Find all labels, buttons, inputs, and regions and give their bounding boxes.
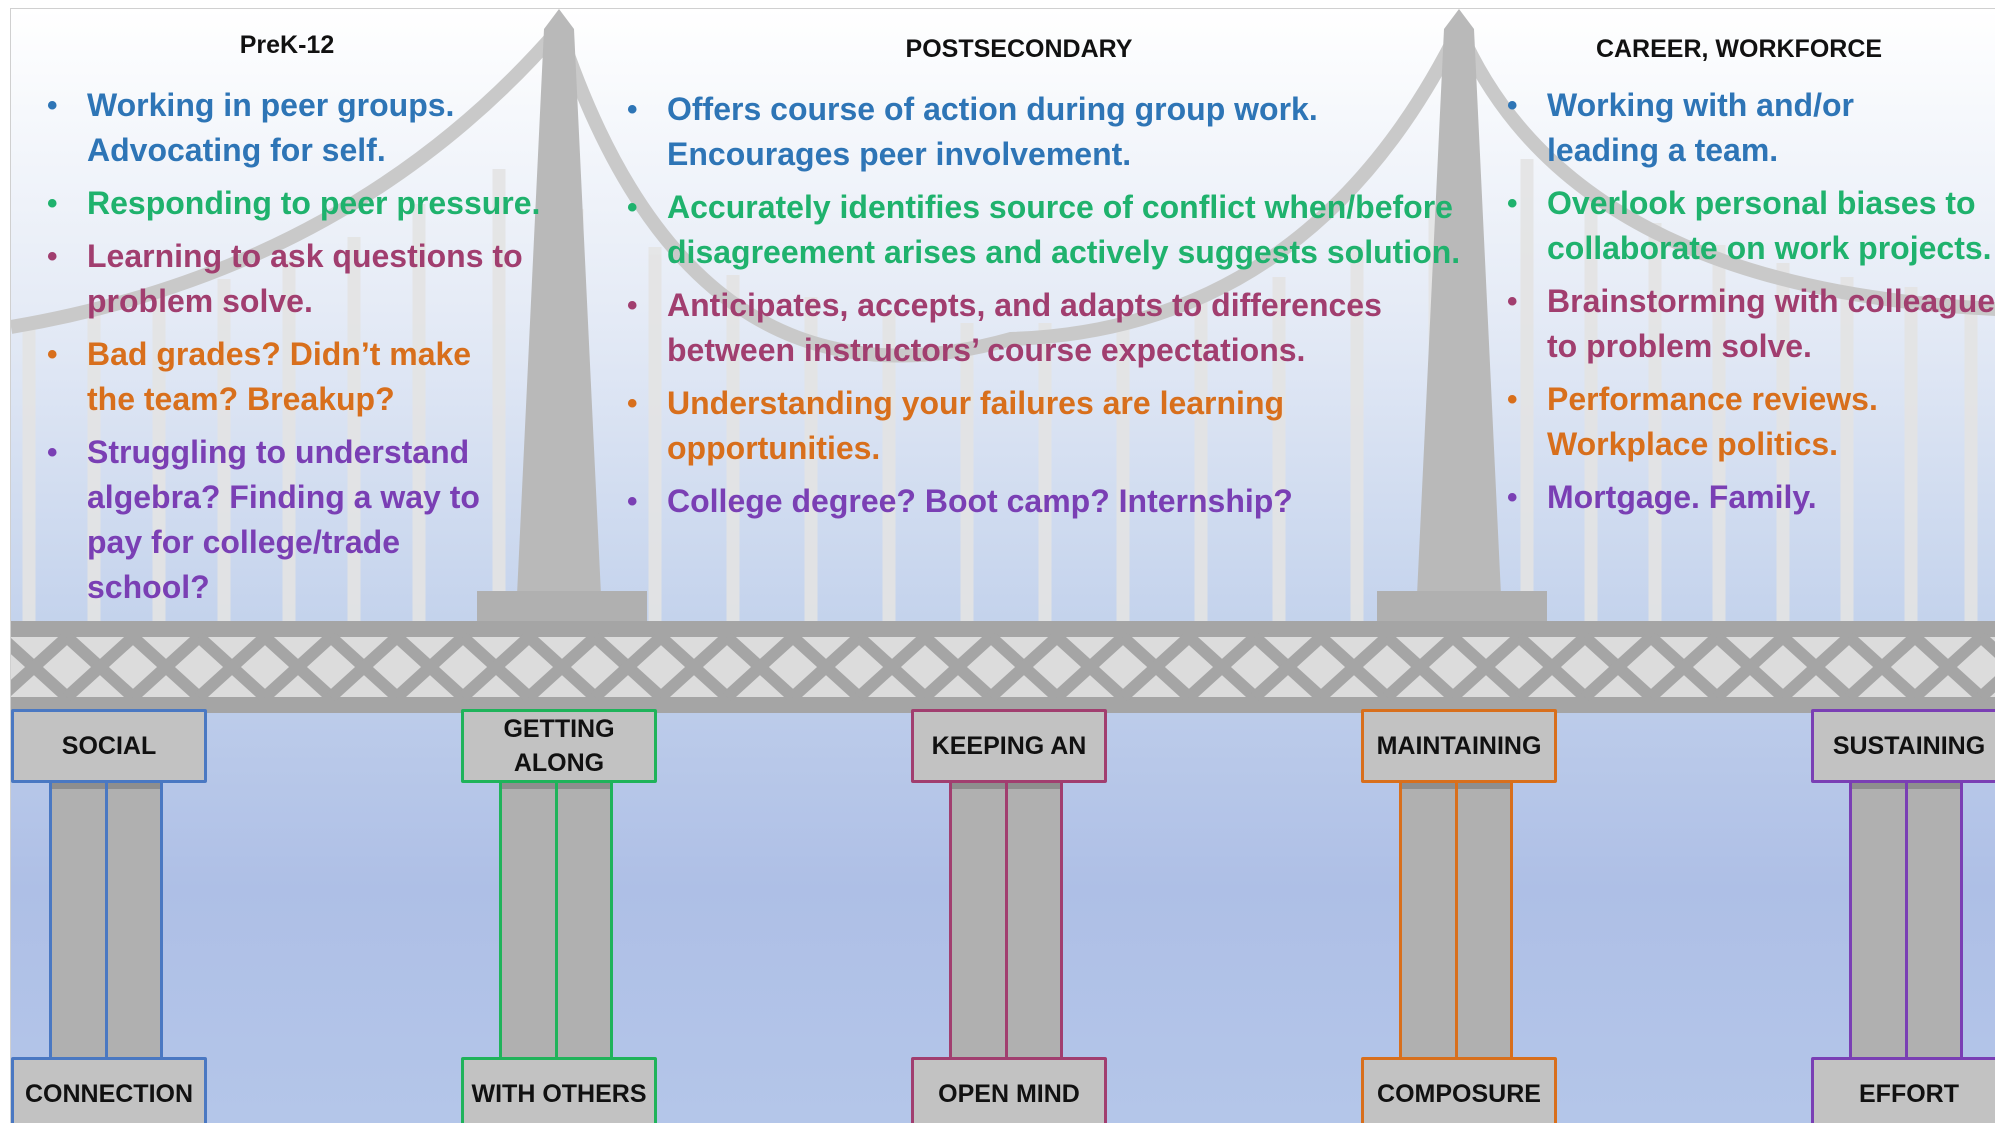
list-item: Mortgage. Family. — [1499, 475, 1967, 520]
pillar-shaft — [499, 779, 613, 1059]
list-item: Accurately identifies source of conflict… — [619, 185, 1467, 275]
list-item: Offers course of action during group wor… — [619, 87, 1407, 177]
list-item: Working with and/or leading a team. — [1499, 83, 1947, 173]
pillar-open-mind: KEEPING AN OPEN MIND — [911, 709, 1107, 1123]
list-item: Responding to peer pressure. — [39, 181, 607, 226]
column-heading: PreK-12 — [239, 31, 335, 59]
pillar-shaft — [949, 779, 1063, 1059]
pillar-top-label: KEEPING AN — [911, 709, 1107, 783]
bullet-list: Working in peer groups. Advocating for s… — [39, 83, 559, 618]
bridge-diagram: PreK-12 Working in peer groups. Advocati… — [10, 8, 1995, 1123]
pillar-shaft — [49, 779, 163, 1059]
list-item: College degree? Boot camp? Internship? — [619, 479, 1427, 524]
pillar-sustaining-effort: SUSTAINING EFFORT — [1811, 709, 1995, 1123]
list-item: Working in peer groups. Advocating for s… — [39, 83, 507, 173]
pillar-bottom-label: OPEN MIND — [911, 1057, 1107, 1123]
bullet-list: Working with and/or leading a team. Over… — [1499, 83, 1995, 528]
list-item: Struggling to understand algebra? Findin… — [39, 430, 527, 610]
pillar-top-label: MAINTAINING — [1361, 709, 1557, 783]
bullet-list: Offers course of action during group wor… — [619, 87, 1460, 532]
list-item: Bad grades? Didn’t make the team? Breaku… — [39, 332, 507, 422]
pillar-bottom-label: WITH OTHERS — [461, 1057, 657, 1123]
pillar-getting-along: GETTING ALONG WITH OTHERS — [461, 709, 657, 1123]
list-item: Anticipates, accepts, and adapts to diff… — [619, 283, 1467, 373]
pillar-social-connection: SOCIAL CONNECTION — [11, 709, 207, 1123]
pillar-top-label: SUSTAINING — [1811, 709, 1995, 783]
list-item: Overlook personal biases to collaborate … — [1499, 181, 1995, 271]
pillar-shaft — [1849, 779, 1963, 1059]
list-item: Understanding your failures are learning… — [619, 381, 1367, 471]
pillar-composure: MAINTAINING COMPOSURE — [1361, 709, 1557, 1123]
column-heading: POSTSECONDARY — [905, 35, 1133, 63]
pillar-bottom-label: CONNECTION — [11, 1057, 207, 1123]
column-heading: CAREER, WORKFORCE — [1595, 35, 1883, 63]
pillar-bottom-label: COMPOSURE — [1361, 1057, 1557, 1123]
pillar-shaft — [1399, 779, 1513, 1059]
list-item: Learning to ask questions to problem sol… — [39, 234, 527, 324]
pillar-top-label: GETTING ALONG — [461, 709, 657, 783]
pillar-bottom-label: EFFORT — [1811, 1057, 1995, 1123]
bridge-deck — [11, 621, 1995, 713]
list-item: Brainstorming with colleagues to problem… — [1499, 279, 1995, 369]
pillar-top-label: SOCIAL — [11, 709, 207, 783]
list-item: Performance reviews. Workplace politics. — [1499, 377, 1967, 467]
